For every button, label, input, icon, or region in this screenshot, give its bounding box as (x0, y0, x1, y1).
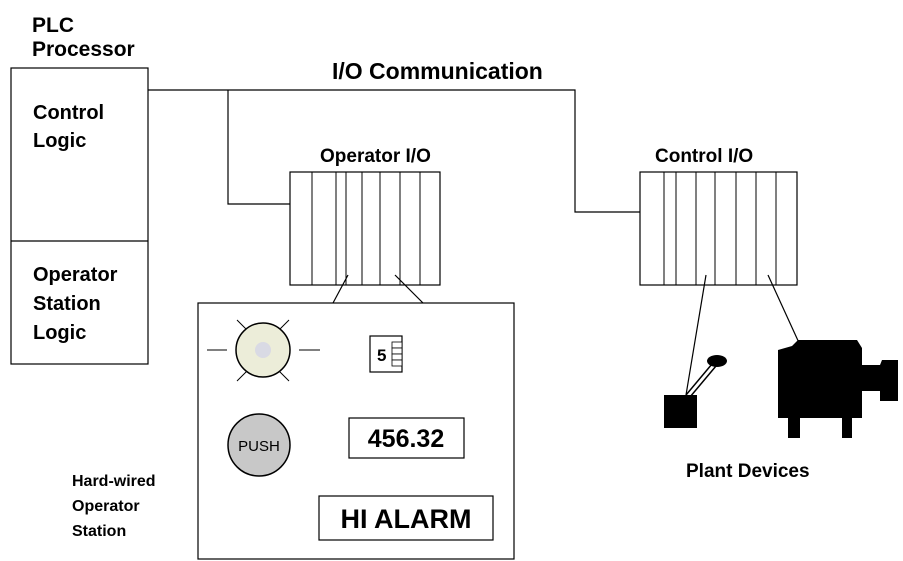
plc-title-line1: PLC (32, 14, 74, 37)
pilot-light-icon (207, 319, 320, 382)
station-wire-right (394, 274, 424, 304)
control-logic-line2: Logic (33, 130, 86, 152)
station-label-line2: Operator (72, 498, 140, 515)
plc-processor: PLC Processor Control Logic Operator Sta… (10, 14, 149, 365)
io-communication-bus: I/O Communication (148, 58, 640, 213)
plc-title-line2: Processor (32, 38, 135, 61)
operator-io-label: Operator I/O (320, 146, 431, 167)
alarm-display (318, 495, 494, 541)
control-io-chassis (639, 171, 798, 286)
station-label-line3: Station (72, 523, 126, 540)
operator-logic-line2: Station (33, 293, 101, 315)
motor-wire (767, 274, 801, 346)
operator-io-chassis (289, 171, 441, 286)
motor-icon (778, 340, 898, 438)
plant-devices: Plant Devices (664, 274, 898, 482)
thumbwheel-icon: 5 (369, 335, 403, 373)
station-label-line1: Hard-wired (72, 473, 156, 490)
io-communication-label: I/O Communication (332, 58, 543, 84)
operator-logic-line3: Logic (33, 322, 86, 344)
operator-logic-line1: Operator (33, 264, 118, 286)
numeric-display-value: 456.32 (368, 425, 444, 453)
push-button-label: PUSH (238, 438, 280, 455)
bus-line-to-operator-io (227, 90, 300, 205)
plant-devices-label: Plant Devices (686, 461, 810, 482)
operator-station: 5 PUSH 456.32 HI ALARM (197, 302, 515, 560)
station-wire-left (332, 274, 349, 304)
operator-station-label: Hard-wired Operator Station (72, 473, 156, 540)
plc-processor-box (10, 67, 149, 365)
sensor-wire (685, 274, 707, 396)
numeric-display (348, 417, 465, 459)
thumbwheel-value: 5 (377, 346, 386, 365)
alarm-text: HI ALARM (341, 504, 472, 534)
control-io-label: Control I/O (655, 146, 753, 167)
sensor-icon (664, 355, 727, 428)
push-button-icon: PUSH (227, 413, 291, 477)
control-logic-line1: Control (33, 102, 104, 124)
bus-line-to-control-io (148, 89, 640, 213)
operator-io-rack: Operator I/O (289, 146, 441, 286)
control-io-rack: Control I/O (639, 146, 798, 286)
